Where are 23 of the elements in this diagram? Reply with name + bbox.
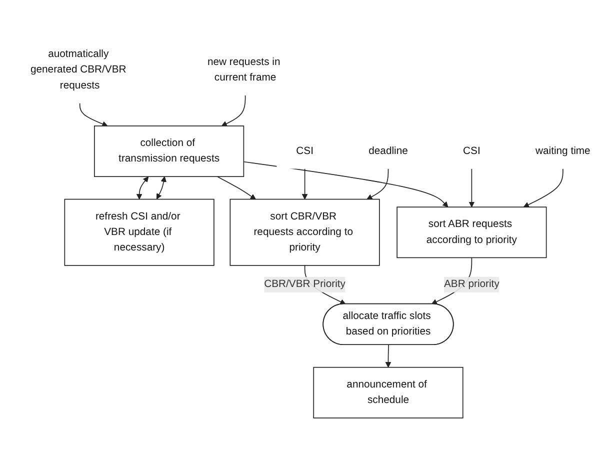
node-text: deadline [368,145,408,156]
node-text: new requests in current frame [207,56,280,84]
arrow [366,168,389,200]
arrow [136,176,149,200]
arrow [523,168,564,208]
arrow [221,95,246,126]
node-text: waiting time [536,145,590,156]
edge-label: ABR priority [444,278,500,290]
arrow [302,168,308,200]
arrow [385,344,392,368]
node-box: refresh CSI and/or VBR update (if necessary) [64,198,214,266]
node-box: sort ABR requests according to priority [396,206,547,258]
node-text: auotmatically generated CBR/VBR requests [30,48,126,91]
arrow [156,176,166,200]
node-box: announcement of schedule [313,366,464,418]
arrow [216,176,256,200]
node-box: sort CBR/VBR requests according to priority [230,198,380,266]
node-box: collection of transmission requests [94,126,244,177]
edge-label: CBR/VBR Priority [264,278,346,290]
arrow [243,161,448,208]
arrow [79,102,108,127]
node-text: CSI [463,145,480,156]
arrow [468,168,475,208]
